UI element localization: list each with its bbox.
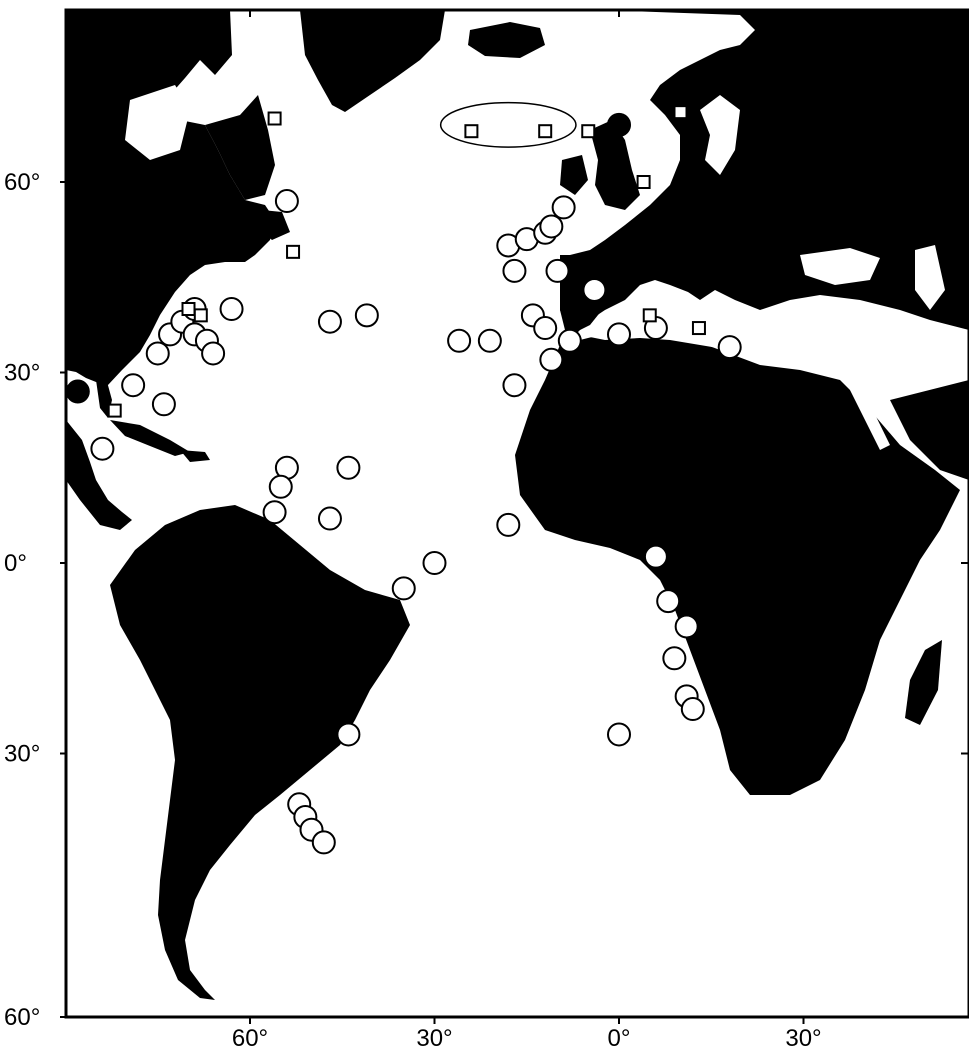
iceland-island [468, 22, 545, 58]
newfoundland-island [260, 210, 290, 240]
open-circle-marker-22 [545, 258, 570, 283]
ireland-island [560, 155, 588, 195]
black-sea [800, 248, 880, 285]
cuba-island [110, 420, 190, 456]
open-circle-marker-51 [311, 830, 336, 855]
open-circle-marker-17 [502, 258, 527, 283]
open-circle-marker-13 [354, 303, 379, 328]
y-axis-ticks [60, 181, 969, 1018]
open-circle-marker-2 [151, 392, 176, 417]
open-circle-marker-11 [274, 189, 299, 214]
square-marker-10 [642, 308, 657, 323]
hudson-bay [125, 85, 190, 160]
filled-circle-markers [65, 112, 631, 404]
red-sea [850, 388, 890, 450]
x-axis-ticks [249, 10, 805, 1024]
square-marker-9 [107, 403, 122, 418]
filled-circle-marker-0 [65, 379, 90, 404]
open-circle-marker-43 [662, 646, 687, 671]
open-circle-marker-1 [121, 373, 146, 398]
open-circle-marker-21 [551, 195, 576, 220]
y-axis-label-3: 30° [4, 741, 40, 768]
square-marker-6 [636, 175, 651, 189]
open-circle-marker-27 [502, 373, 527, 398]
open-circle-marker-33 [268, 474, 293, 499]
ellipse-layer [439, 101, 577, 148]
square-marker-1 [286, 244, 301, 259]
open-circle-marker-46 [607, 722, 631, 747]
x-axis-label-0: 60° [232, 1025, 268, 1052]
madagascar-island [905, 640, 942, 725]
great-britain-island [590, 120, 640, 210]
y-axis-label-1: 30° [4, 360, 40, 387]
open-circle-marker-47 [336, 722, 361, 747]
open-circle-marker-12 [317, 309, 342, 334]
y-axis-labels: 60° 30° 0° 30° 60° [4, 169, 40, 1031]
open-circle-markers [90, 189, 742, 855]
x-axis-label-3: 30° [785, 1025, 821, 1052]
filled-circle-marker-1 [607, 112, 631, 137]
y-axis-label-2: 0° [4, 550, 27, 577]
africa-landmass [515, 330, 960, 795]
open-circle-marker-31 [717, 335, 742, 360]
open-circle-marker-3 [145, 341, 170, 366]
x-axis-label-1: 30° [416, 1025, 452, 1052]
open-circle-marker-26 [539, 347, 564, 372]
open-circle-marker-36 [336, 455, 361, 480]
caspian-sea [915, 245, 945, 310]
open-circle-marker-14 [447, 328, 472, 353]
square-marker-3 [538, 124, 553, 139]
open-circle-marker-20 [539, 214, 564, 239]
square-marker-0 [267, 111, 282, 126]
open-circle-marker-37 [422, 551, 447, 575]
open-circle-marker-29 [607, 322, 631, 347]
square-marker-5 [673, 105, 688, 120]
hispaniola-island [180, 450, 210, 462]
square-marker-7 [193, 308, 208, 323]
open-circle-marker-38 [391, 576, 416, 601]
square-marker-4 [581, 124, 596, 139]
central-america [66, 420, 132, 530]
square-marker-8 [181, 302, 196, 316]
open-circle-marker-10 [219, 297, 244, 321]
open-circle-marker-25 [533, 316, 558, 341]
square-markers [107, 105, 706, 418]
y-axis-label-0: 60° [4, 169, 40, 196]
open-circle-marker-40 [643, 544, 668, 569]
open-circle-marker-9 [201, 341, 226, 366]
open-circle-marker-0 [90, 436, 115, 461]
labrador-peninsula [205, 95, 275, 200]
y-axis-label-4: 60° [4, 1004, 40, 1031]
open-circle-marker-23 [582, 277, 607, 302]
open-circle-marker-35 [317, 506, 342, 531]
x-axis-label-2: 0° [608, 1025, 631, 1052]
greenland-landmass [300, 10, 445, 112]
open-circle-marker-15 [477, 328, 502, 353]
north-america-landmass [66, 10, 275, 385]
x-axis-labels: 60° 30° 0° 30° [232, 1025, 822, 1052]
open-circle-marker-34 [262, 500, 287, 525]
baltic-sea [700, 95, 740, 175]
open-circle-marker-45 [680, 697, 705, 722]
square-marker-2 [464, 124, 479, 139]
region-ellipse-0 [439, 101, 577, 148]
square-marker-11 [691, 321, 706, 336]
open-circle-marker-39 [496, 512, 521, 537]
open-circle-marker-41 [656, 589, 681, 614]
open-circle-marker-28 [557, 328, 582, 353]
south-america-landmass [110, 505, 410, 1000]
open-circle-marker-42 [674, 614, 699, 639]
arabian-peninsula [890, 380, 969, 480]
